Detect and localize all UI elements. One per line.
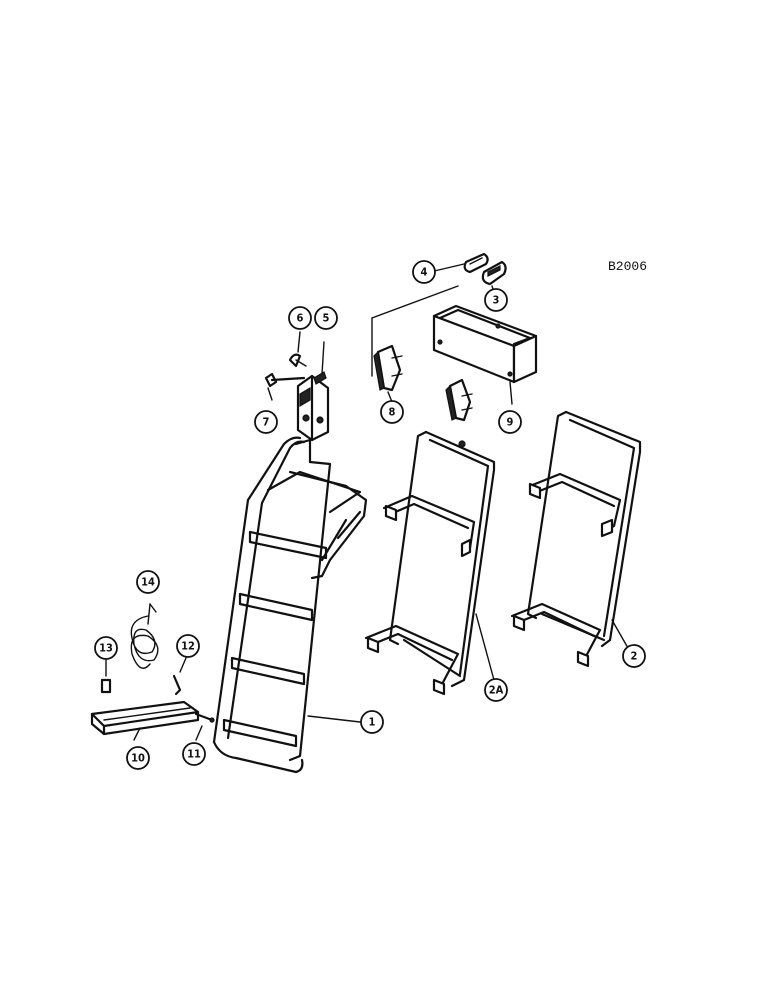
callout-4: 4: [412, 260, 436, 284]
svg-text:7: 7: [263, 416, 270, 429]
bolt-13-part: [100, 659, 112, 694]
svg-text:11: 11: [187, 748, 201, 761]
svg-text:6: 6: [297, 312, 304, 325]
svg-text:13: 13: [99, 642, 113, 655]
svg-text:9: 9: [507, 416, 514, 429]
pin-parts: [264, 331, 307, 401]
ladder-part: [212, 436, 368, 774]
callout-10: 10: [126, 746, 150, 770]
callout-7: 7: [254, 410, 278, 434]
callout-8: 8: [380, 400, 404, 424]
hinge-bracket-part: [296, 341, 330, 442]
svg-text:12: 12: [181, 640, 195, 653]
callout-6: 6: [288, 306, 312, 330]
svg-text:10: 10: [131, 752, 145, 765]
callout-1: 1: [360, 710, 384, 734]
callout-14: 14: [136, 570, 160, 594]
callout-13: 13: [94, 636, 118, 660]
svg-text:1: 1: [369, 716, 376, 729]
clip-parts: [429, 252, 507, 293]
svg-text:5: 5: [323, 312, 330, 325]
callout-12: 12: [176, 634, 200, 658]
svg-text:14: 14: [141, 576, 155, 589]
pin-11-part: [194, 712, 215, 741]
svg-text:4: 4: [421, 266, 428, 279]
svg-text:8: 8: [389, 406, 396, 419]
svg-text:3: 3: [493, 294, 500, 307]
callout-9: 9: [498, 410, 522, 434]
step-frame-2a-part: [364, 430, 496, 696]
callout-5: 5: [314, 306, 338, 330]
spring-14-part: [130, 603, 159, 669]
drawing-code: B2006: [608, 259, 647, 274]
step-frame-2-part: [510, 410, 642, 668]
cotter-12-part: [172, 657, 187, 696]
callout-2a: 2A: [484, 678, 508, 702]
step-box-part: [371, 285, 538, 405]
svg-text:2A: 2A: [489, 684, 504, 697]
step-bar-part: [90, 700, 200, 741]
callout-2: 2: [622, 644, 646, 668]
svg-text:2: 2: [631, 650, 638, 663]
callout-11: 11: [182, 742, 206, 766]
block-8-part: [373, 344, 473, 422]
callout-3: 3: [484, 288, 508, 312]
